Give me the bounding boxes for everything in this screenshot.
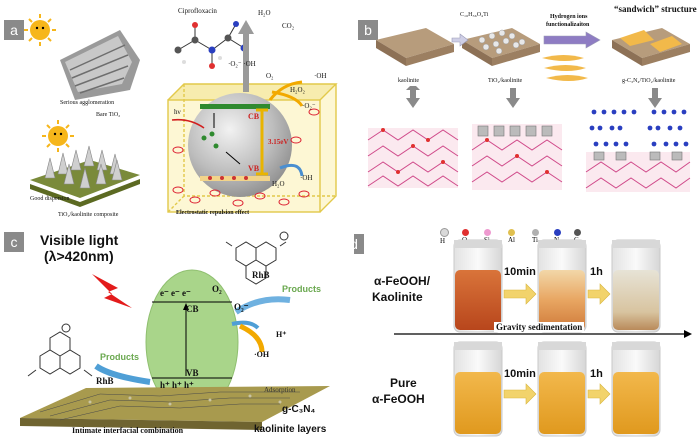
panel-c-graphic	[20, 231, 330, 430]
panel-c-label: c	[4, 232, 24, 252]
panel-b-graphic	[367, 28, 691, 192]
row1-label-line1: α-FeOOH/	[374, 274, 431, 288]
h2o-label: H₂O	[258, 9, 271, 17]
panel-d-graphic	[394, 239, 692, 437]
row2-label-line1: Pure	[390, 376, 417, 390]
composite-label: TiO₂/kaolinite composite	[58, 212, 119, 218]
sun-icon	[42, 120, 74, 152]
cb-label-c: CB	[186, 304, 199, 314]
tio2-kaolinite-label: TiO₂/kaolinite	[488, 78, 523, 84]
wavelength-label: (λ>420nm)	[44, 248, 114, 264]
tube-row2-1h	[611, 341, 661, 437]
adsorption-label: Adsorption	[264, 386, 296, 394]
crystal-structure-kaolinite	[367, 128, 459, 188]
tube-row1-10min	[537, 239, 587, 333]
kaolinite-layers-label: kaolinite layers	[254, 424, 327, 435]
tio2-kaolinite-slab	[462, 28, 540, 66]
visible-light-label: Visible light	[40, 232, 119, 248]
time-10min-row1: 10min	[504, 266, 536, 278]
tube-row1-0min	[453, 239, 503, 333]
legend-al: Al	[508, 228, 515, 244]
products-right-label: Products	[282, 284, 322, 294]
rhb-left-label: RhB	[96, 376, 114, 386]
arrow-row1-a	[503, 283, 537, 305]
panel-c: c	[0, 226, 346, 444]
bare-label: Bare TiO₂	[96, 112, 121, 118]
panel-b: b	[354, 0, 700, 224]
products-arrow-right	[234, 296, 291, 315]
rhb-top-label: RhB	[252, 270, 270, 280]
vb-label: VB	[248, 164, 260, 173]
panel-a-graphic	[24, 14, 338, 213]
time-1h-row1: 1h	[590, 266, 603, 278]
time-10min-row2: 10min	[504, 368, 536, 380]
gravity-label: Gravity sedimentation	[494, 322, 585, 332]
sandwich-slab	[612, 28, 690, 66]
good-dispersion-label: Good dispersion	[30, 196, 70, 202]
agglomerated-tio2	[60, 30, 140, 100]
crystal-structure-gcn	[585, 109, 691, 192]
hplus-label: H⁺	[276, 330, 287, 339]
holes-label: h⁺ h⁺ h⁺	[160, 380, 194, 390]
arrow-row2-a	[503, 383, 537, 405]
cb-label: CB	[248, 112, 260, 121]
arrow-row2-b	[587, 383, 611, 405]
vb-label-c: VB	[186, 368, 199, 378]
gcn-label: g-C₃N₄	[282, 404, 316, 415]
formula-label: C₁₆H₃₆O₄Ti	[460, 12, 489, 18]
o2-label-c: O₂	[212, 284, 222, 294]
radicals-label: ·O₂⁻ ·OH	[228, 60, 256, 68]
panel-a: a	[0, 0, 346, 224]
kaolinite-platform	[20, 386, 330, 430]
o2-minus-label-c: O₂⁻	[234, 302, 249, 312]
row1-label-line2: Kaolinite	[372, 290, 423, 304]
sandwich-label: “sandwich” structure	[614, 4, 697, 14]
hv-label: hν	[174, 108, 181, 116]
oh-label: ·OH	[314, 72, 327, 80]
panel-d-label: d	[354, 234, 364, 254]
h2o2-label: H₂O₂	[290, 86, 305, 94]
functionalization-label: functionalizaiton	[546, 22, 590, 28]
tio2-kaolinite-composite	[30, 145, 140, 207]
panel-d: d H O Si Al Ti N C	[354, 226, 700, 444]
co2-label: CO₂	[282, 22, 295, 30]
kaolinite-label: kaolinite	[398, 78, 419, 84]
tube-row1-1h	[611, 239, 661, 333]
gcn-sheets	[542, 55, 588, 81]
band-gap-bracket	[256, 108, 268, 176]
row2-label-line2: α-FeOOH	[372, 392, 425, 406]
electrons-label: e⁻ e⁻ e⁻	[160, 288, 191, 298]
o2-label: O₂	[266, 72, 274, 80]
products-arrow-left	[94, 363, 151, 385]
hplus-arrow	[238, 323, 265, 353]
o2-minus-label: ·O₂⁻	[302, 102, 316, 110]
tube-row2-10min	[537, 341, 587, 437]
kaolinite-slab	[376, 28, 454, 66]
serious-label: Serious agglomeration	[60, 100, 115, 106]
rhb-molecule-left	[27, 323, 93, 377]
electrostatic-label: Electrostatic repulsion effect	[176, 210, 250, 216]
h2o-lower-label: H₂O	[272, 180, 285, 188]
gcn-tio2-kaolinite-label: g-C₃N₄/TiO₂/kaolinite	[622, 78, 676, 84]
crystal-structure-tio2-kaolinite	[471, 124, 563, 190]
panel-a-label: a	[4, 20, 24, 40]
products-left-label: Products	[100, 352, 140, 362]
time-1h-row2: 1h	[590, 368, 603, 380]
arrow-row1-b	[587, 283, 611, 305]
oh-label-c: ·OH	[254, 350, 270, 359]
tube-row2-0min	[453, 341, 503, 437]
band-gap-label: 3.15eV	[268, 138, 289, 146]
legend-ti: Ti	[532, 228, 539, 244]
ciprofloxacin-label: Ciprofloxacin	[178, 7, 217, 15]
legend-h: H	[440, 228, 449, 245]
intimate-label: Intimate interfacial combination	[72, 426, 184, 435]
sun-icon	[24, 14, 56, 46]
panel-b-label: b	[358, 20, 378, 40]
lightning-icon	[92, 274, 132, 308]
rhb-molecule-top	[225, 231, 289, 285]
oh-lower-label: ·OH	[300, 174, 313, 182]
light-arrow	[171, 118, 205, 129]
hydrogen-label: Hydrogen ions	[550, 14, 588, 20]
up-arrow	[238, 20, 254, 92]
